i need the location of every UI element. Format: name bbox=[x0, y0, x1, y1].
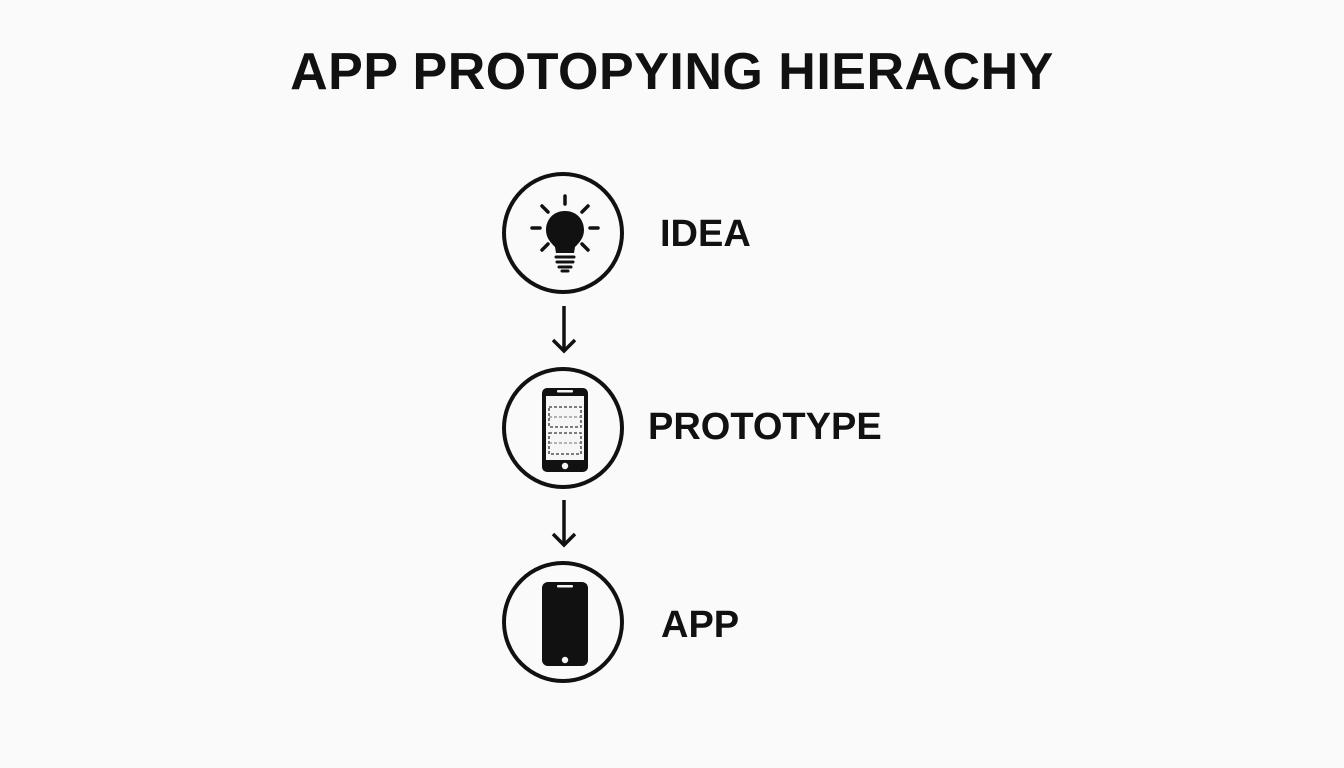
down-arrow-icon bbox=[551, 306, 577, 354]
smartphone-icon bbox=[542, 582, 588, 666]
app-label: APP bbox=[661, 604, 740, 646]
idea-label: IDEA bbox=[660, 213, 751, 255]
diagram-title: APP PROTOPYING HIERACHY bbox=[290, 43, 1054, 101]
down-arrow-icon bbox=[551, 500, 577, 548]
lightbulb-icon bbox=[530, 194, 600, 273]
idea-node bbox=[502, 172, 624, 294]
prototype-node bbox=[502, 367, 624, 489]
wireframe-phone-icon bbox=[542, 388, 588, 472]
app-node bbox=[502, 561, 624, 683]
prototype-label: PROTOTYPE bbox=[648, 406, 882, 448]
